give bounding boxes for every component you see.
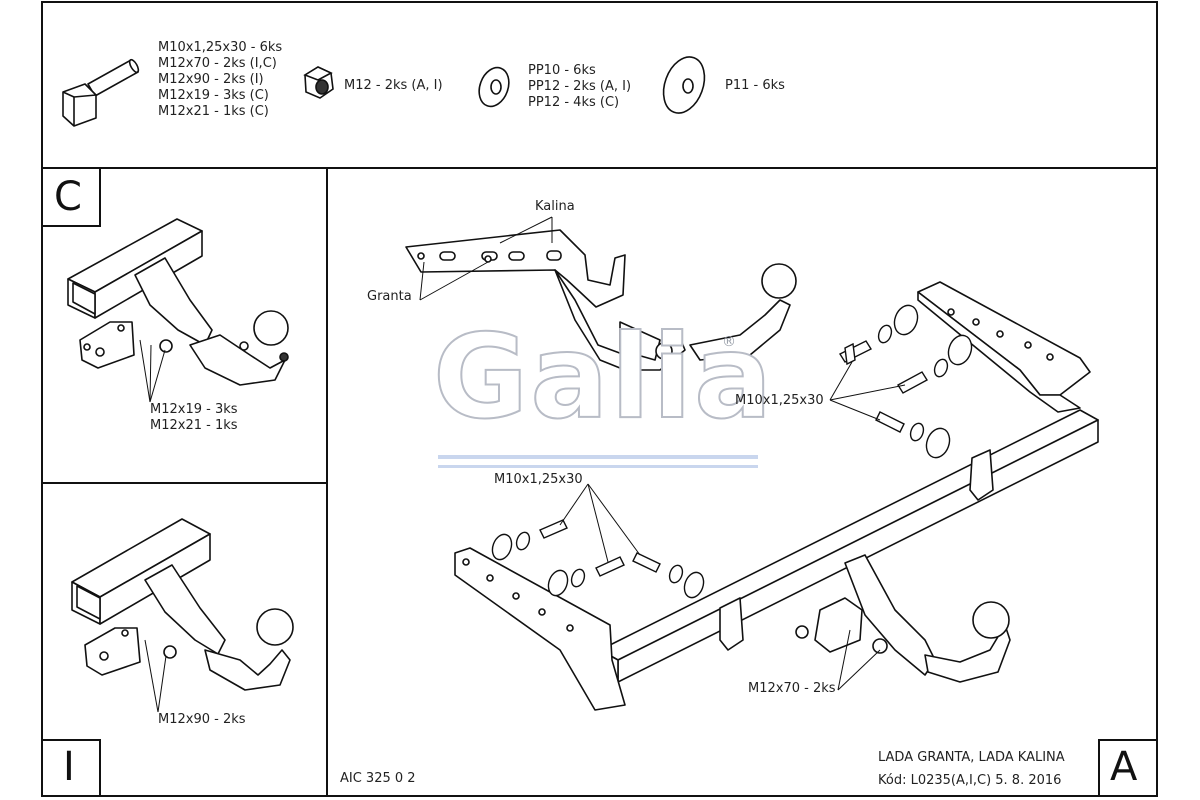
bolt-spec: M12x21 - 1ks (C) <box>158 104 269 119</box>
kod-date: Kód: L0235(A,I,C) 5. 8. 2016 <box>878 773 1062 788</box>
right-bolt-label: M10x1,25x30 <box>735 393 824 408</box>
crossbar-drawing <box>454 281 1099 711</box>
drawing-code: AIC 325 0 2 <box>340 771 416 786</box>
bracket-leaders <box>419 216 553 301</box>
bottom-bolt-leaders <box>837 629 881 691</box>
bolt-spec: M12x90 - 2ks (I) <box>158 72 264 87</box>
bolt-label: M12x21 - 1ks <box>150 418 238 433</box>
vehicle-model: LADA GRANTA, LADA KALINA <box>878 750 1065 765</box>
frame <box>41 1 1158 797</box>
large-washer-icon <box>662 56 706 114</box>
hitch-assembly-i <box>71 518 294 691</box>
panel-c-bolt-labels: M12x19 - 3ks M12x21 - 1ks <box>150 402 238 434</box>
panel-letter-c: C <box>54 174 82 220</box>
left-bolts <box>491 519 705 599</box>
small-washer-spec-list: PP10 - 6ks PP12 - 2ks (A, I) PP12 - 4ks … <box>528 63 631 111</box>
brand-underline <box>438 455 758 468</box>
kalina-label: Kalina <box>535 199 575 214</box>
panel-letter-i: I <box>63 744 75 790</box>
small-washer-icon <box>478 66 510 108</box>
bolt-spec-list: M10x1,25x30 - 6ks M12x70 - 2ks (I,C) M12… <box>158 40 282 120</box>
bolt-spec: M12x70 - 2ks (I,C) <box>158 56 277 71</box>
left-bolt-label: M10x1,25x30 <box>494 472 583 487</box>
bolt-spec: M12x19 - 3ks (C) <box>158 88 269 103</box>
leader-lines-c <box>139 339 166 403</box>
nut-icon <box>303 66 334 99</box>
registered-mark: ® <box>722 334 736 350</box>
panel-letter-a: A <box>1110 744 1138 790</box>
washer-spec: PP12 - 2ks (A, I) <box>528 79 632 94</box>
left-bolt-leaders <box>559 483 641 563</box>
bolt-label: M12x19 - 3ks <box>150 402 238 417</box>
large-washer-spec: P11 - 6ks <box>725 78 785 93</box>
granta-label: Granta <box>367 289 412 304</box>
bottom-bolt-label: M12x70 - 2ks <box>748 681 836 696</box>
bolt-spec: M10x1,25x30 - 6ks <box>158 40 283 55</box>
hitch-assembly-c <box>67 218 289 386</box>
bracket-drawing <box>405 229 797 371</box>
right-bolts <box>838 304 973 459</box>
brand-watermark: Galia <box>432 310 775 445</box>
washer-spec: PP12 - 4ks (C) <box>528 95 620 110</box>
bolt-icon <box>62 58 140 127</box>
leader-lines-i <box>144 639 167 713</box>
panel-i-bolt-label: M12x90 - 2ks <box>158 712 246 727</box>
right-bolt-leaders <box>829 361 906 421</box>
nut-spec: M12 - 2ks (A, I) <box>344 78 443 93</box>
washer-spec: PP10 - 6ks <box>528 63 596 78</box>
